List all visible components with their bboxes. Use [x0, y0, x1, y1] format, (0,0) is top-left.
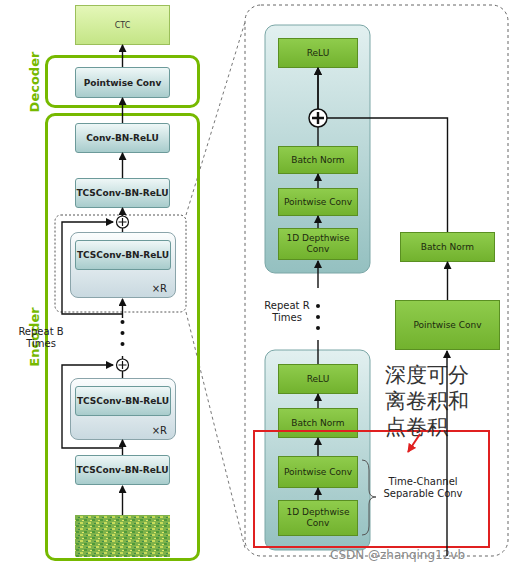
node-text: Pointwise Conv	[413, 320, 481, 331]
node-text: Batch Norm	[291, 155, 344, 166]
stage-group: EncoderConv-BN-ReLUTCSConv-BN-ReLU×RTCSC…	[45, 113, 200, 561]
flow-arrow	[122, 153, 123, 178]
flow-arrow	[317, 488, 318, 500]
node-text: 1D Depthwise Conv	[279, 507, 357, 529]
layer-box: TCSConv-BN-ReLU	[75, 240, 171, 270]
node-text: Conv-BN-ReLU	[86, 133, 159, 143]
sum-symbol	[309, 109, 327, 127]
repeat-block: ×R TCSConv-BN-ReLU	[70, 232, 176, 298]
repeat-label: Repeat B Times	[16, 326, 66, 350]
node-text: Pointwise Conv	[284, 197, 352, 208]
ellipsis-dot	[121, 320, 125, 324]
flow-arrow	[317, 216, 318, 228]
zoom-source-frame	[55, 215, 186, 312]
spectrogram-image	[75, 515, 170, 557]
node-text: Batch Norm	[421, 242, 474, 253]
watermark: CSDN @zhanqing12vb	[330, 548, 520, 562]
output-box: CTC	[75, 5, 170, 45]
flow-arrow	[317, 438, 318, 456]
node-text: Decoder	[27, 51, 42, 112]
repeat-label: Repeat R Times	[262, 300, 312, 324]
flow-arrow	[447, 262, 448, 300]
layer-box: TCSConv-BN-ReLU	[75, 386, 171, 416]
sum-symbol	[117, 216, 129, 228]
node-text: Pointwise Conv	[284, 467, 352, 478]
block-container	[265, 350, 370, 550]
operation-box: 1D Depthwise Conv	[278, 228, 358, 260]
annotation-text: 深度可分离卷积和点卷积	[385, 362, 475, 440]
operation-box: Batch Norm	[278, 146, 358, 174]
node-text: Pointwise Conv	[84, 78, 162, 88]
flow-line	[317, 340, 318, 364]
operation-box: Pointwise Conv	[278, 456, 358, 488]
node-text: ReLU	[307, 48, 330, 59]
flow-arrow	[317, 68, 318, 146]
layer-box: TCSConv-BN-ReLU	[75, 455, 170, 485]
operation-box: Pointwise Conv	[395, 300, 500, 350]
ellipsis-dot	[316, 326, 320, 330]
block-container	[265, 25, 370, 273]
node-text: ×R	[152, 425, 167, 436]
stage-group: DecoderPointwise Conv	[45, 55, 200, 108]
node-text: CTC	[115, 21, 131, 30]
flow-arrow	[122, 440, 123, 455]
node-text: TCSConv-BN-ReLU	[77, 396, 169, 406]
layer-box: Pointwise Conv	[75, 67, 170, 98]
operation-box: Pointwise Conv	[278, 188, 358, 216]
layer-box: TCSConv-BN-ReLU	[75, 178, 170, 208]
flow-line	[122, 299, 123, 318]
node-text: TCSConv-BN-ReLU	[76, 465, 168, 475]
input-arrow	[122, 486, 123, 515]
flow-arrow	[317, 394, 318, 408]
operation-box: ReLU	[278, 38, 358, 68]
operation-box: 1D Depthwise Conv	[278, 500, 358, 536]
ellipsis-dot	[316, 304, 320, 308]
node-text: TCSConv-BN-ReLU	[77, 250, 169, 260]
zoom-frame	[245, 5, 508, 556]
ellipsis-dot	[121, 331, 125, 335]
flow-arrow	[122, 98, 123, 123]
operation-box: ReLU	[278, 364, 358, 394]
node-text: 1D Depthwise Conv	[279, 233, 357, 255]
zoom-line	[186, 312, 245, 548]
flow-line	[317, 261, 318, 288]
zoom-line	[186, 22, 245, 215]
operation-box: Batch Norm	[278, 408, 358, 438]
sum-symbol	[117, 359, 129, 371]
node-text: Time-Channel Separable Conv	[383, 476, 463, 500]
layer-box: Conv-BN-ReLU	[75, 123, 170, 153]
node-text: ×R	[152, 283, 167, 294]
ellipsis-dot	[121, 342, 125, 346]
flow-line	[122, 356, 123, 378]
ellipsis-dot	[316, 315, 320, 319]
node-text: TCSConv-BN-ReLU	[76, 188, 168, 198]
operation-box: Batch Norm	[400, 232, 495, 262]
repeat-block: ×R TCSConv-BN-ReLU	[70, 378, 176, 440]
brace	[362, 460, 376, 535]
flow-arrow	[122, 208, 123, 232]
flow-arrow	[317, 174, 318, 188]
node-text: ReLU	[307, 374, 330, 385]
node-text: Batch Norm	[291, 418, 344, 429]
highlight-box: Time-Channel Separable Conv Pointwise Con…	[253, 430, 490, 548]
